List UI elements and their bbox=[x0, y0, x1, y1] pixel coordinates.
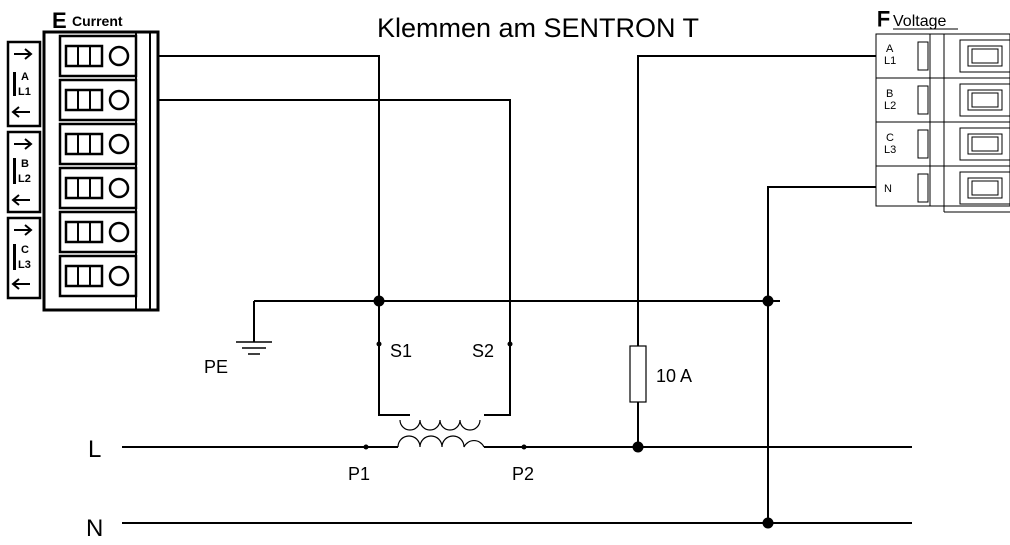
label-pe: PE bbox=[204, 357, 228, 377]
voltage-block-letter: F bbox=[877, 8, 890, 31]
current-phase-a: A L1 bbox=[6, 40, 42, 128]
current-terminal-row bbox=[58, 78, 138, 122]
wire-n-voltage bbox=[767, 186, 876, 523]
current-terminal-block: E Current A L1 B L2 bbox=[6, 8, 160, 312]
current-phase-b-line: L2 bbox=[18, 173, 31, 185]
terminal-p1 bbox=[363, 444, 369, 450]
wiring bbox=[122, 55, 912, 524]
fuse-symbol bbox=[629, 345, 647, 403]
voltage-terminal-row bbox=[917, 39, 1010, 73]
junction-n-pe bbox=[762, 295, 774, 307]
current-transformer bbox=[397, 419, 485, 448]
junctions bbox=[363, 295, 774, 529]
diagram-title: Klemmen am SENTRON T bbox=[377, 13, 699, 43]
label-p2: P2 bbox=[512, 464, 534, 484]
current-terminal-row bbox=[58, 34, 138, 78]
label-s2: S2 bbox=[472, 341, 494, 361]
label-line-l: L bbox=[88, 436, 101, 463]
junction-fuse-l bbox=[632, 441, 644, 453]
current-terminal-row bbox=[58, 254, 138, 298]
voltage-term-a-line: L1 bbox=[884, 55, 896, 67]
ct-secondary-coil bbox=[399, 419, 481, 431]
ct-primary-coil bbox=[397, 435, 485, 448]
current-phase-b: B L2 bbox=[6, 130, 42, 214]
current-block-label: Current bbox=[72, 13, 123, 29]
label-p1: P1 bbox=[348, 464, 370, 484]
terminal-s1 bbox=[376, 341, 382, 347]
label-line-n: N bbox=[86, 515, 103, 542]
voltage-term-a-letter: A bbox=[886, 43, 894, 55]
label-fuse: 10 A bbox=[656, 366, 692, 386]
current-terminal-rows bbox=[58, 34, 138, 298]
wire-s2 bbox=[158, 99, 511, 416]
current-phase-b-letter: B bbox=[21, 158, 29, 170]
current-phase-c-letter: C bbox=[21, 244, 29, 256]
current-terminal-row bbox=[58, 210, 138, 254]
voltage-term-c-letter: C bbox=[886, 132, 894, 144]
junction-n-line bbox=[762, 517, 774, 529]
wire-l1-voltage bbox=[637, 55, 876, 346]
current-terminal-row bbox=[58, 122, 138, 166]
current-phase-a-letter: A bbox=[21, 71, 29, 83]
label-s1: S1 bbox=[390, 341, 412, 361]
voltage-terminal-row bbox=[876, 165, 1010, 205]
terminal-s2 bbox=[507, 341, 513, 347]
current-block-letter: E bbox=[52, 8, 67, 33]
current-phase-c-line: L3 bbox=[18, 259, 31, 271]
current-terminal-row bbox=[58, 166, 138, 210]
voltage-terminal-row bbox=[876, 121, 1010, 161]
voltage-terminal-rows bbox=[876, 39, 1010, 205]
voltage-term-b-line: L2 bbox=[884, 100, 896, 112]
voltage-block-label: Voltage bbox=[893, 13, 946, 30]
current-phase-a-line: L1 bbox=[18, 86, 31, 98]
current-phase-c: C L3 bbox=[6, 216, 42, 300]
ground-symbol bbox=[236, 341, 272, 355]
voltage-term-c-line: L3 bbox=[884, 144, 896, 156]
voltage-term-b-letter: B bbox=[886, 88, 893, 100]
voltage-terminal-row bbox=[876, 77, 1010, 117]
junction-s1-pe bbox=[373, 295, 385, 307]
terminal-p2 bbox=[521, 444, 527, 450]
wire-s1 bbox=[158, 55, 410, 416]
voltage-term-n-letter: N bbox=[884, 183, 892, 195]
voltage-terminal-block: F Voltage A L1 B L2 C L3 N bbox=[875, 8, 1010, 213]
